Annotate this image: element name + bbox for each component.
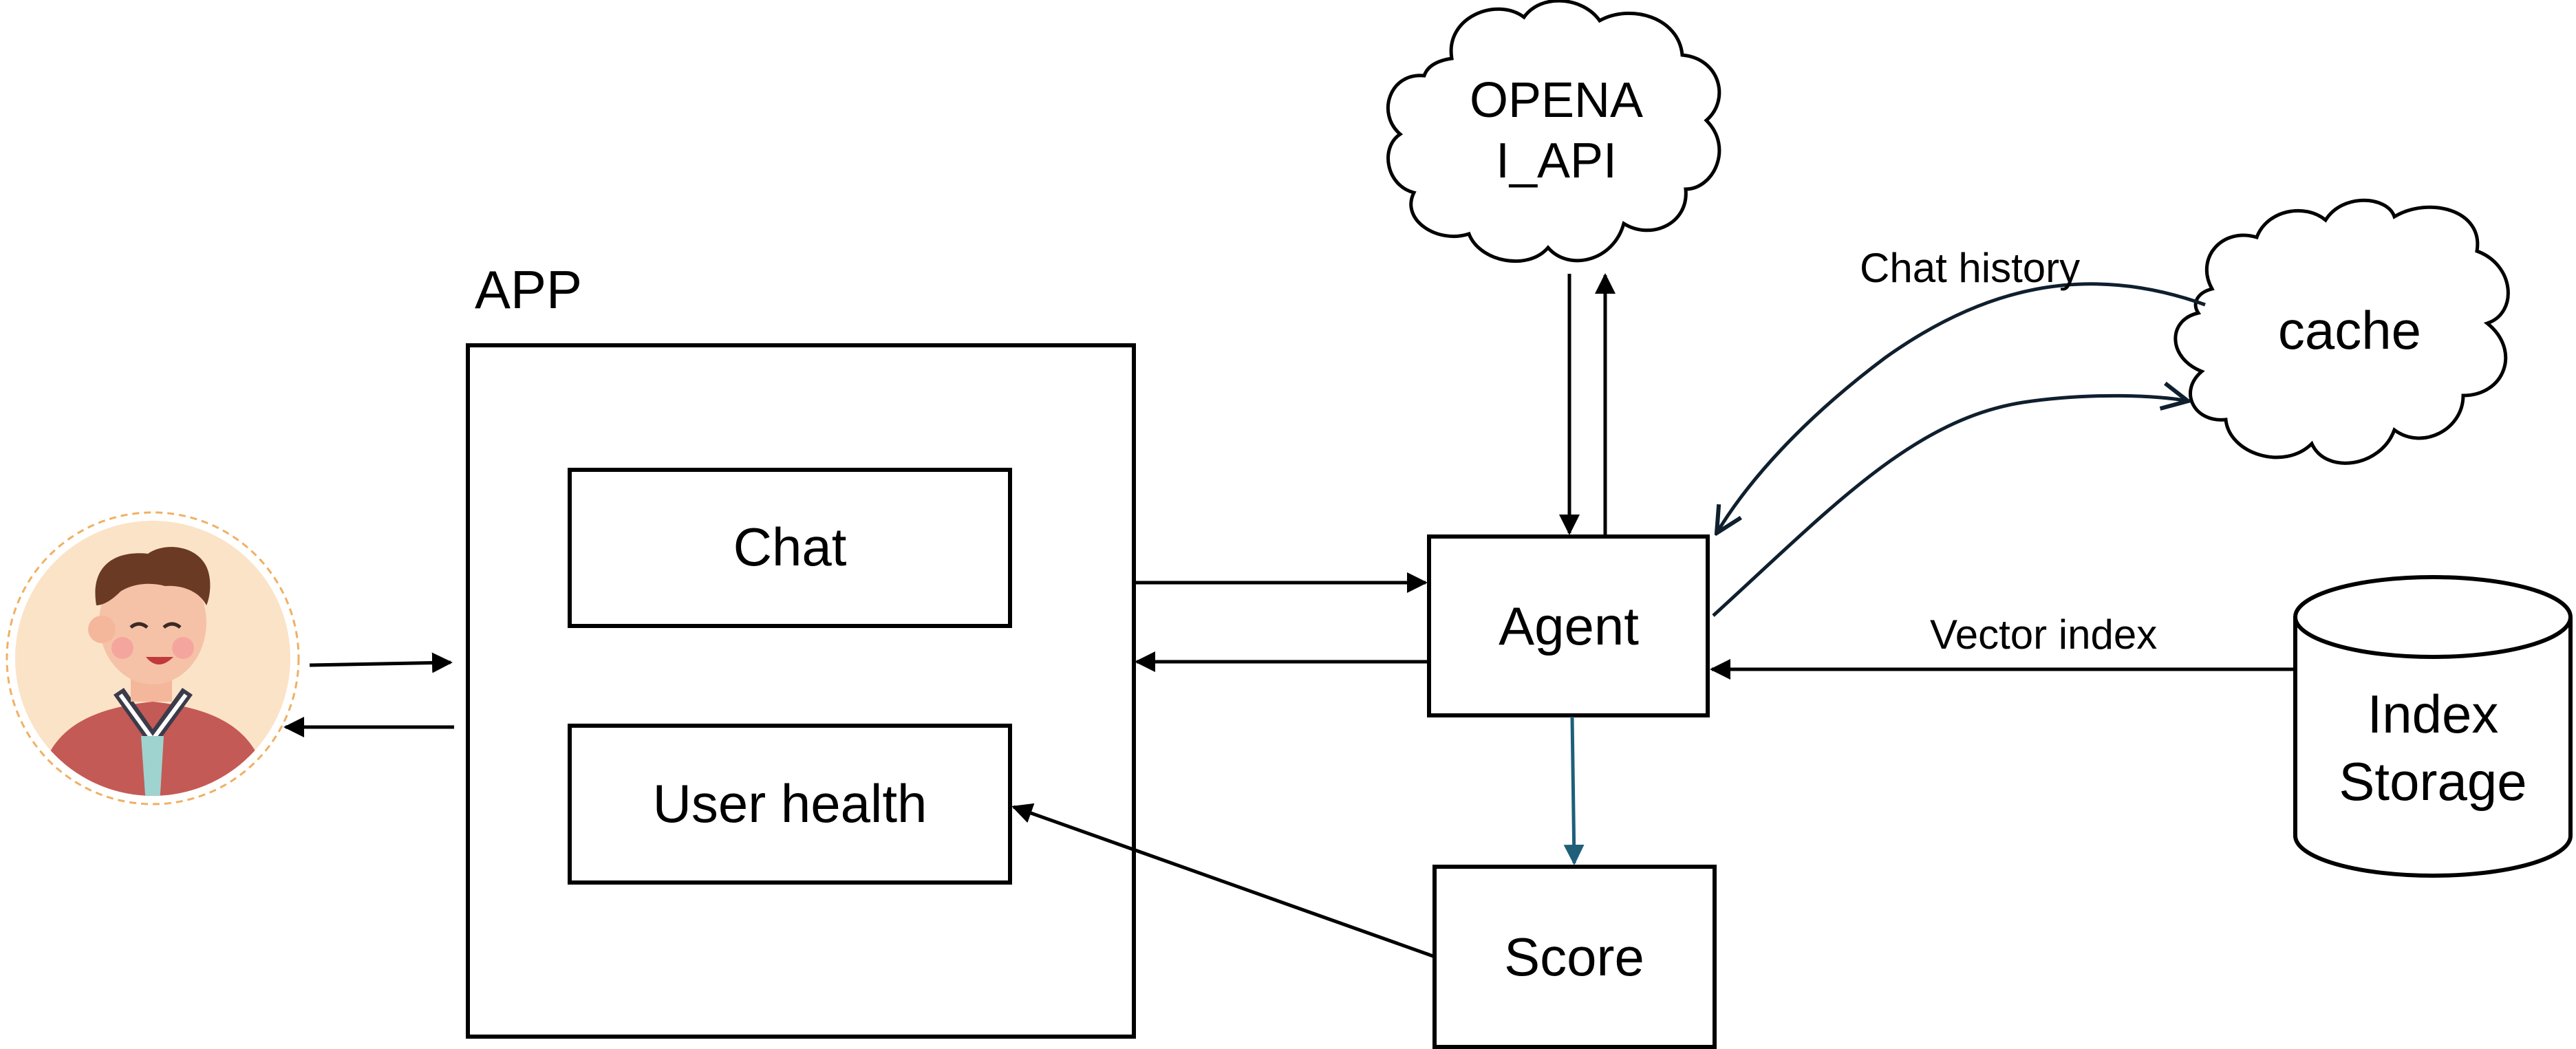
agent-to-cache-curve: [1712, 396, 2188, 617]
score-label: Score: [1504, 927, 1644, 987]
score-to-health-arrow: [1011, 803, 1434, 958]
index-storage-label-line1: Index: [2368, 684, 2499, 744]
app-title: APP: [475, 259, 582, 320]
score-box: [1432, 865, 1717, 1049]
app-container: [466, 343, 1136, 1039]
openai-label-line1: OPENA: [1470, 73, 1643, 128]
index-storage-label-line2: Storage: [2339, 751, 2526, 812]
cache-label: cache: [2278, 300, 2421, 360]
chat-box: [568, 468, 1012, 628]
chat-history-label: Chat history: [1860, 245, 2080, 291]
chat-label: Chat: [733, 517, 847, 577]
openai-cloud: [1386, 0, 1721, 263]
agent-to-score-arrow: [1563, 716, 1585, 865]
user-health-label: User health: [653, 773, 927, 834]
index-storage-cylinder: [2293, 575, 2573, 878]
agent-box: [1427, 534, 1710, 717]
openai-label-line2: I_API: [1496, 133, 1617, 188]
user-to-app-arrow: [309, 652, 453, 673]
agent-label: Agent: [1499, 596, 1639, 656]
vector-index-label: Vector index: [1930, 612, 2157, 658]
user-health-box: [568, 724, 1012, 885]
cache-to-agent-curve: [1717, 282, 2206, 533]
user-avatar-icon: [6, 511, 300, 805]
